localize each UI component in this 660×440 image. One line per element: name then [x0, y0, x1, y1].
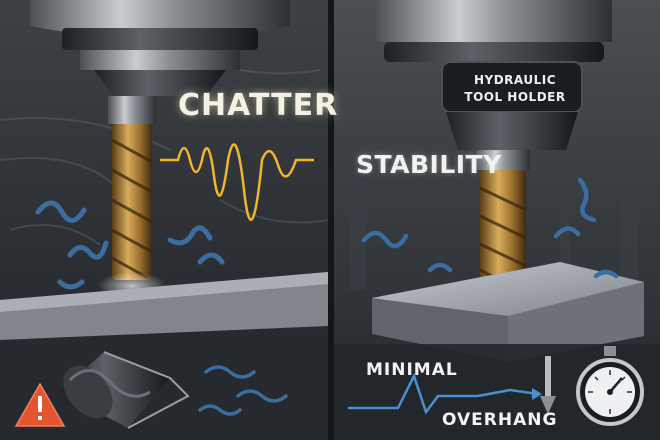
dial-indicator-icon	[576, 346, 644, 426]
chatter-wave-icon	[160, 143, 314, 222]
holder-label: HYDRAULIC TOOL HOLDER	[452, 72, 578, 106]
probe-icon	[540, 356, 556, 414]
stability-title: STABILITY	[356, 150, 502, 179]
holder-label-line2: TOOL HOLDER	[464, 90, 566, 104]
holder-label-line1: HYDRAULIC	[473, 73, 556, 87]
stable-wave-icon	[348, 372, 539, 415]
wave-icon	[198, 365, 288, 416]
end-mill-icon	[60, 351, 190, 429]
caption-minimal: MINIMAL	[366, 360, 458, 380]
chatter-inset	[0, 344, 328, 440]
stability-inset	[334, 344, 660, 440]
caption-overhang: OVERHANG	[442, 410, 558, 430]
stability-panel	[334, 0, 660, 440]
warning-icon	[14, 382, 66, 427]
chatter-title: CHATTER	[178, 88, 339, 123]
